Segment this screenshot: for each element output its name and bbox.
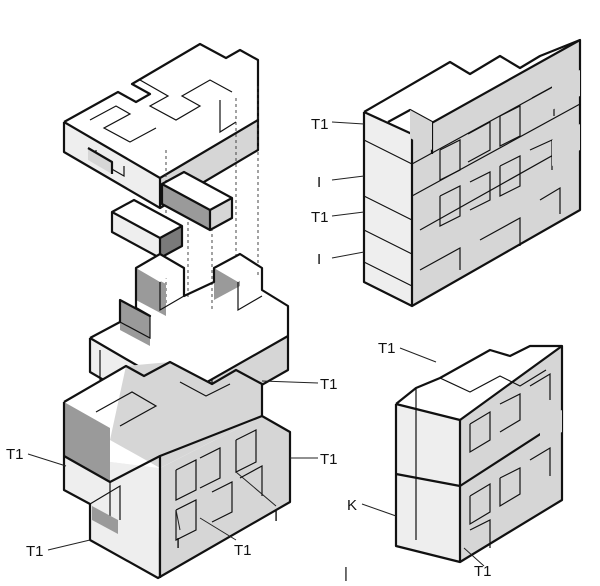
label-t1-top-right: T1 xyxy=(320,376,338,393)
right-bottom-block xyxy=(394,340,564,564)
label-k: K xyxy=(347,497,357,514)
right-bottom-annotations: T1 K T1 | xyxy=(344,340,492,582)
label-t1-top: T1 xyxy=(378,340,396,357)
left-top-layer xyxy=(62,42,260,210)
label-t1-mid-right: T1 xyxy=(320,451,338,468)
stray-mark: | xyxy=(344,565,348,582)
label-i-right: I xyxy=(274,508,278,525)
label-t1-a: T1 xyxy=(311,116,329,133)
right-top-wall xyxy=(362,16,582,308)
left-annotations: T1 T1 T1 T1 I I T1 xyxy=(6,376,338,560)
label-t1-b: T1 xyxy=(311,209,329,226)
label-i-a: I xyxy=(317,174,321,191)
right-top-annotations: T1 I T1 I xyxy=(311,116,365,268)
label-t1-mid-left: T1 xyxy=(6,446,24,463)
label-t1-bottom-left: T1 xyxy=(26,543,44,560)
label-t1-bottom: T1 xyxy=(234,542,252,559)
label-i-b: I xyxy=(317,251,321,268)
label-t1-bottom-right: T1 xyxy=(474,563,492,580)
left-bottom-block xyxy=(62,360,292,580)
label-i-bottom: I xyxy=(176,535,180,552)
